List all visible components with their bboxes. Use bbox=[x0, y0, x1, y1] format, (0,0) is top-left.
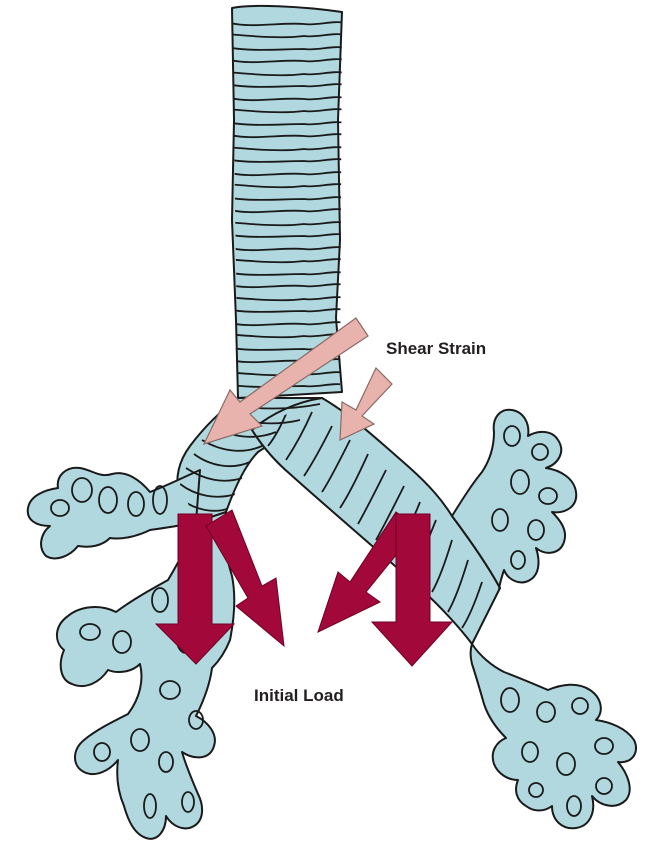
trachea bbox=[232, 6, 342, 398]
right-lower-lobe bbox=[471, 644, 637, 828]
shear-strain-label: Shear Strain bbox=[386, 339, 486, 359]
airway-tree bbox=[28, 6, 636, 839]
initial-load-label: Initial Load bbox=[254, 686, 344, 706]
initial-load-arrows bbox=[156, 510, 452, 666]
